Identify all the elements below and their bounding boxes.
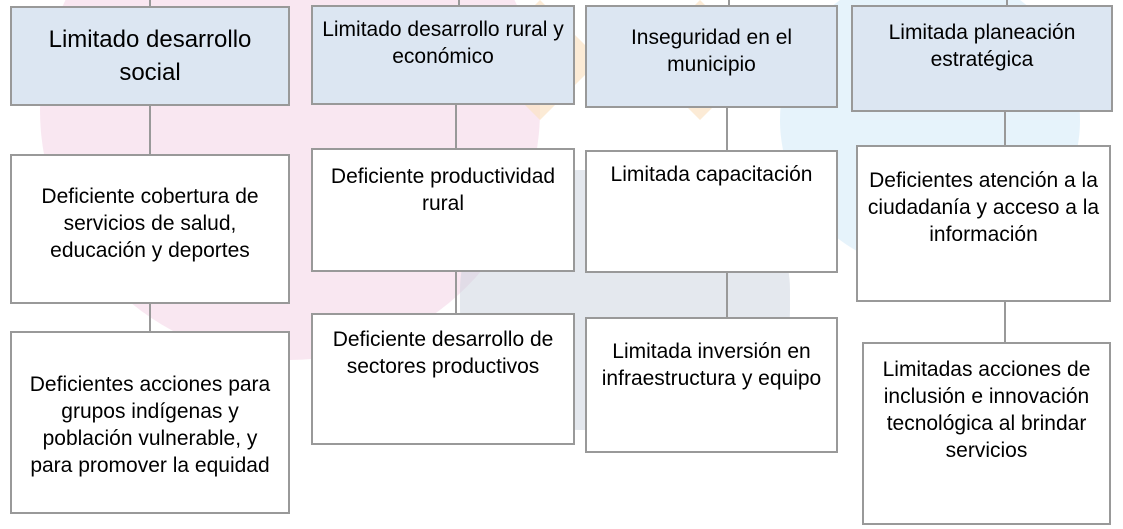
cause-label-sectores: Deficiente desarrollo de sectores produc… [332, 328, 554, 378]
cause-label-atencion: Deficientes atención a la ciudadanía y a… [867, 169, 1100, 246]
header-box-rural: Limitado desarrollo rural y económico [311, 5, 575, 105]
cause-label-grupos: Deficientes acciones para grupos indígen… [29, 372, 271, 477]
cause-label-productividad: Deficiente productividad rural [330, 165, 556, 215]
cause-box-salud: Deficiente cobertura de servicios de sal… [10, 154, 290, 304]
cause-box-atencion: Deficientes atención a la ciudadanía y a… [856, 145, 1111, 302]
header-box-planeacion: Limitada planeación estratégica [851, 5, 1113, 112]
header-label-planeacion: Limitada planeación estratégica [888, 21, 1076, 71]
header-label-seguridad: Inseguridad en el municipio [630, 26, 793, 76]
cause-box-sectores: Deficiente desarrollo de sectores produc… [311, 313, 575, 445]
header-label-rural: Limitado desarrollo rural y económico [322, 18, 564, 68]
cause-box-productividad: Deficiente productividad rural [311, 148, 575, 272]
header-box-social: Limitado desarrollo social [10, 6, 290, 106]
header-label-social: Limitado desarrollo social [48, 26, 252, 86]
cause-box-inclusion: Limitadas acciones de inclusión e innova… [862, 342, 1111, 525]
cause-box-capacitacion: Limitada capacitación [585, 150, 838, 273]
cause-label-inclusion: Limitadas acciones de inclusión e innova… [882, 358, 1091, 462]
cause-label-salud: Deficiente cobertura de servicios de sal… [41, 184, 259, 262]
cause-box-grupos: Deficientes acciones para grupos indígen… [10, 331, 290, 514]
header-box-seguridad: Inseguridad en el municipio [585, 5, 838, 108]
cause-box-infraestructura: Limitada inversión en infraestructura y … [585, 317, 838, 453]
cause-label-capacitacion: Limitada capacitación [610, 163, 813, 186]
cause-label-infraestructura: Limitada inversión en infraestructura y … [601, 340, 822, 390]
